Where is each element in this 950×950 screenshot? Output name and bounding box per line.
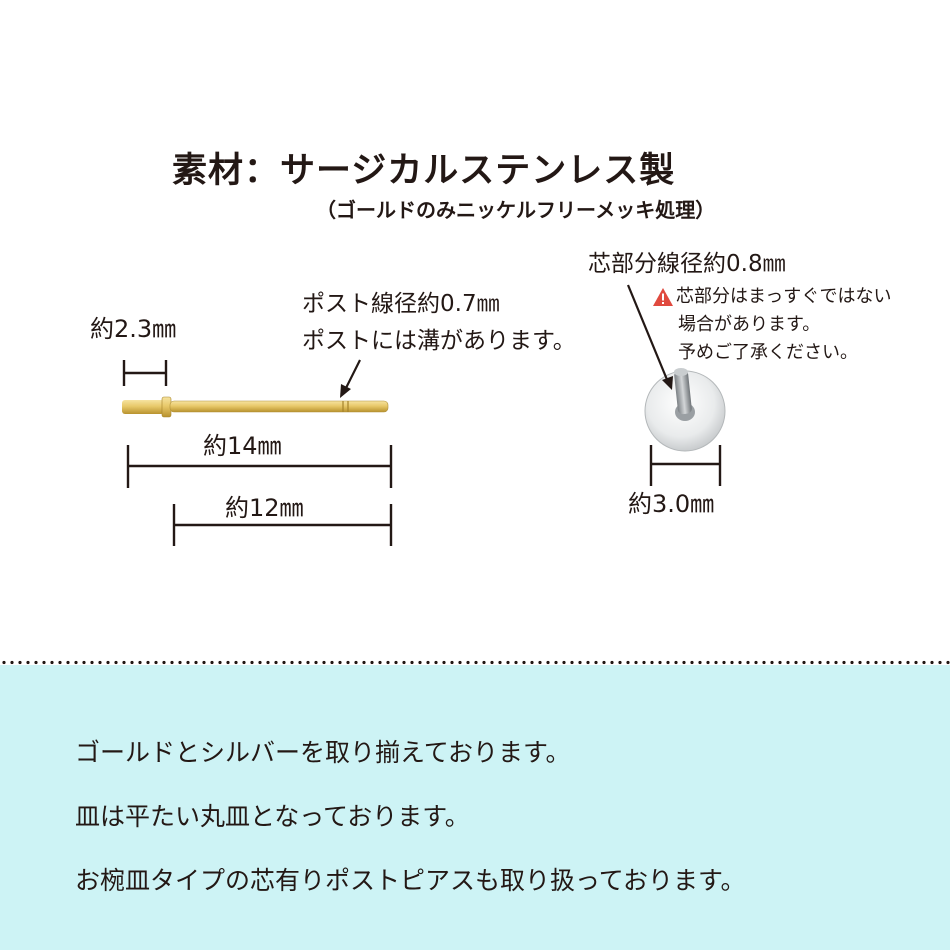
gold-post-earring <box>122 396 389 418</box>
core-arrow <box>626 284 673 390</box>
warning-line-3: 予めご了承ください。 <box>678 342 858 363</box>
flat-pad-back-view <box>644 368 726 452</box>
material-title: 素材：サージカルステンレス製 <box>172 151 676 191</box>
post-note-groove: ポストには溝があります。 <box>302 328 576 354</box>
dotted-divider <box>0 660 950 665</box>
warning-line-1: 芯部分はまっすぐではない <box>676 286 892 307</box>
post-note-diameter: ポスト線径約0.7㎜ <box>302 291 500 317</box>
earring-disc <box>122 400 164 414</box>
groove-arrow <box>340 359 361 398</box>
label-disc-width: 約2.3㎜ <box>90 315 177 343</box>
info-line-cup-type: お椀皿タイプの芯有りポストピアスも取り扱っております。 <box>75 866 746 895</box>
warning-note: 芯部分はまっすぐではない 場合があります。 予めご了承ください。 <box>652 283 891 367</box>
earring-post <box>169 400 389 413</box>
dimension-disc-width <box>122 360 168 386</box>
product-diagram <box>122 284 726 546</box>
warning-line-2: 場合があります。 <box>678 314 821 335</box>
material-subtitle: （ゴールドのみニッケルフリーメッキ処理） <box>316 198 716 222</box>
label-disc-diameter: 約3.0㎜ <box>628 490 715 518</box>
label-total-length: 約14㎜ <box>203 432 282 460</box>
dimension-total-length <box>126 445 393 488</box>
label-core-diameter: 芯部分線径約0.8㎜ <box>588 251 786 277</box>
info-panel <box>0 665 950 950</box>
warning-triangle-icon <box>653 288 673 306</box>
earring-flange <box>161 396 172 418</box>
info-line-flat-pad: 皿は平たい丸皿となっております。 <box>75 802 470 831</box>
dimension-disc-diameter <box>649 445 722 486</box>
pin-tip <box>674 368 688 376</box>
info-line-colors: ゴールドとシルバーを取り揃えております。 <box>75 738 571 767</box>
core-pin <box>674 369 692 415</box>
label-post-length: 約12㎜ <box>225 494 304 522</box>
dimension-post-length <box>172 504 393 546</box>
